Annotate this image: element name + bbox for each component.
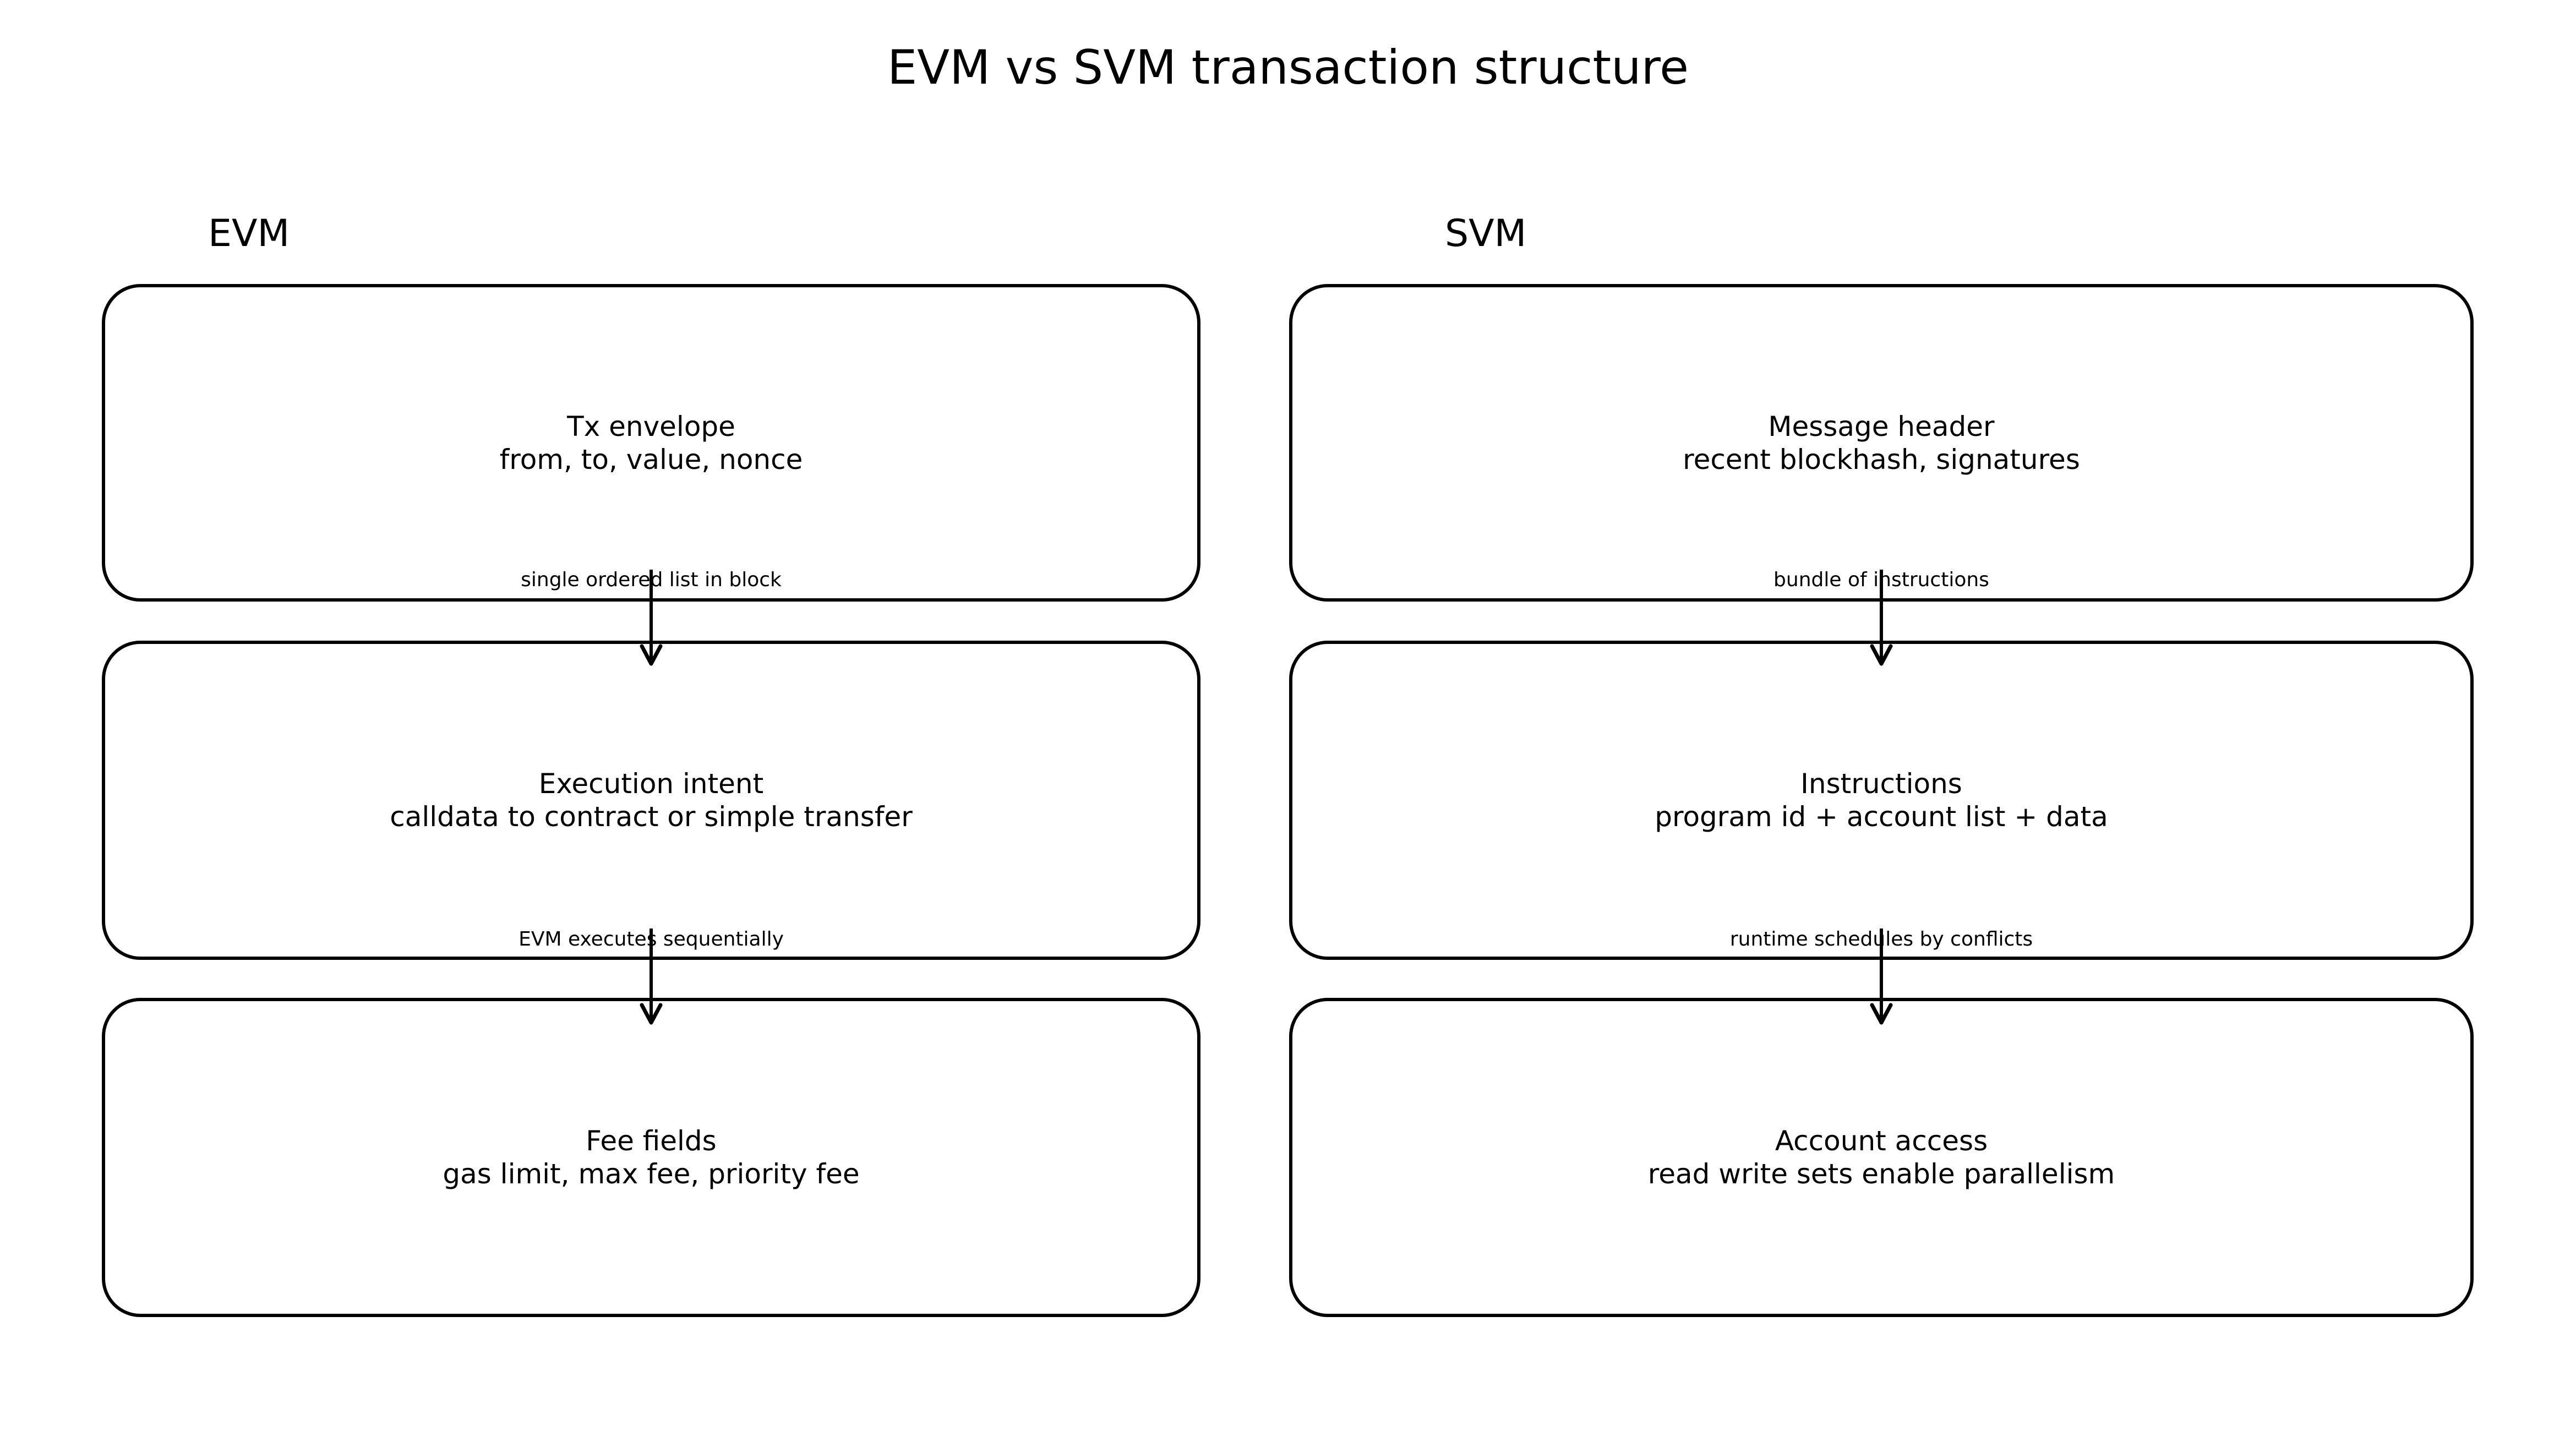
arrow-down-icon <box>1870 928 1893 1025</box>
box-text: Account access read write sets enable pa… <box>1648 1124 2115 1190</box>
box-text: Message header recent blockhash, signatu… <box>1683 410 2080 476</box>
box-subtext: gas limit, max fee, priority fee <box>443 1158 860 1190</box>
arrow-down-icon <box>1870 570 1893 666</box>
box-subtext: from, to, value, nonce <box>499 443 803 476</box>
box-heading: Account access <box>1775 1125 1988 1157</box>
box-text: Tx envelope from, to, value, nonce <box>500 410 803 476</box>
box-heading: Execution intent <box>538 768 764 800</box>
box-heading: Message header <box>1768 410 1995 443</box>
column-label-evm: EVM <box>208 212 290 255</box>
box-subtext: recent blockhash, signatures <box>1683 443 2080 476</box>
box-heading: Instructions <box>1800 768 1962 800</box>
box-text: Execution intent calldata to contract or… <box>390 767 913 833</box>
box-subtext: program id + account list + data <box>1655 801 2108 833</box>
box-heading: Fee fields <box>586 1125 717 1157</box>
box-text: Instructions program id + account list +… <box>1655 767 2108 833</box>
svm-box-message-header: Message header recent blockhash, signatu… <box>1289 284 2474 602</box>
box-subtext: read write sets enable parallelism <box>1647 1158 2115 1190</box>
evm-box-fee-fields: Fee fields gas limit, max fee, priority … <box>102 998 1200 1317</box>
evm-box-tx-envelope: Tx envelope from, to, value, nonce <box>102 284 1200 602</box>
box-heading: Tx envelope <box>567 410 735 443</box>
evm-box-execution-intent: Execution intent calldata to contract or… <box>102 641 1200 960</box>
svm-box-instructions: Instructions program id + account list +… <box>1289 641 2474 960</box>
column-label-svm: SVM <box>1445 212 1527 255</box>
arrow-down-icon <box>640 928 663 1025</box>
box-subtext: calldata to contract or simple transfer <box>390 801 913 833</box>
svm-box-account-access: Account access read write sets enable pa… <box>1289 998 2474 1317</box>
arrow-down-icon <box>640 570 663 666</box>
diagram-title: EVM vs SVM transaction structure <box>887 40 1689 95</box>
box-text: Fee fields gas limit, max fee, priority … <box>443 1124 859 1190</box>
